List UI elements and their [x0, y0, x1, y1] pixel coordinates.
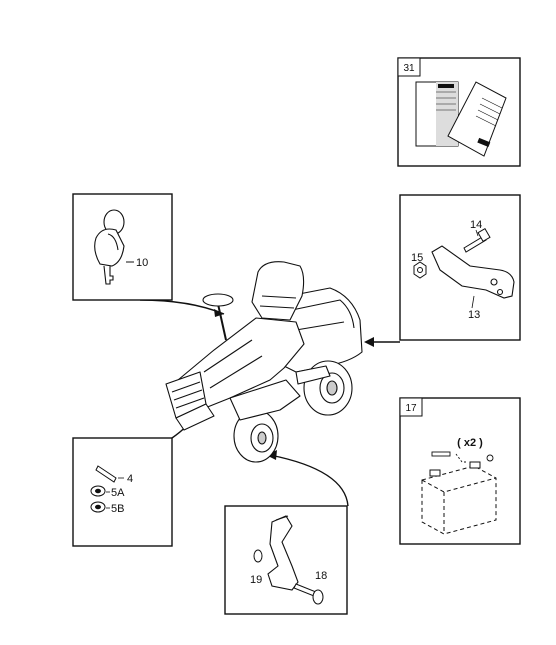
clip-icon: [253, 549, 263, 563]
washer-icon: [90, 501, 106, 513]
panel-manuals: 31: [397, 57, 521, 167]
panel-pedal: 19 18: [224, 505, 348, 615]
callout-key: 10: [136, 257, 148, 269]
manual-book-icon: [415, 81, 459, 147]
battery-bolt-icon: [431, 451, 494, 463]
quantity-label: ( x2 ): [457, 437, 483, 449]
callout-washer-b: 5B: [111, 503, 124, 515]
washer-icon: [90, 485, 106, 497]
key-icon: [94, 209, 125, 285]
panel-number: 17: [405, 403, 417, 414]
bracket-icon: [431, 245, 515, 299]
callout-clevis-pin: 18: [315, 570, 327, 582]
panel-number: 31: [403, 63, 415, 74]
panel-battery: 17 ( x2 ): [399, 397, 521, 545]
nut-icon: [413, 261, 427, 279]
steering-wheel: [202, 293, 234, 307]
callout-clip: 19: [250, 574, 262, 586]
riding-mower-illustration: [165, 261, 363, 463]
pin-icon: [95, 465, 117, 483]
panel-key: 10: [72, 193, 173, 301]
panel-bracket: 14 15 13: [399, 194, 521, 341]
leader-pedal: [269, 454, 349, 507]
callout-washer-a: 5A: [111, 487, 125, 499]
callout-bracket: 13: [468, 309, 480, 321]
manual-booklet-icon: [447, 81, 507, 157]
panel-pins: 4 5A 5B: [72, 437, 173, 547]
seat: [251, 261, 305, 321]
callout-bolt: 14: [470, 219, 482, 231]
callout-nut: 15: [411, 252, 423, 264]
steering-column: [217, 303, 227, 341]
arrow-bracket: [364, 337, 374, 347]
callout-pin: 4: [127, 473, 133, 485]
battery-icon: [421, 461, 497, 535]
bolt-icon: [463, 227, 491, 253]
clevis-pin-icon: [293, 583, 324, 605]
